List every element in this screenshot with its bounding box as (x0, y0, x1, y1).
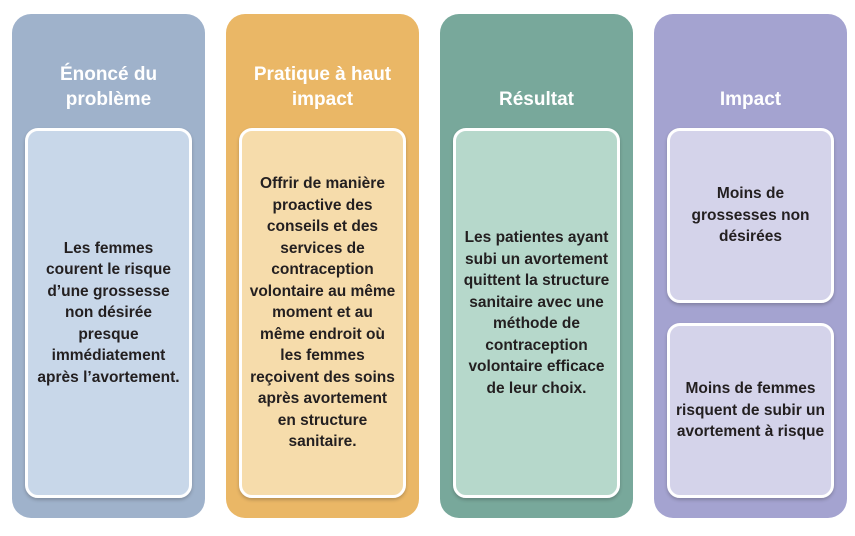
body-text: Les patientes ayant subi un avortement q… (463, 229, 610, 397)
column-header-enonce-du-probleme: Énoncé du problème (59, 64, 158, 110)
body-box-resultat: Les patientes ayant subi un avortement q… (453, 128, 620, 498)
column-body: Les femmes courent le risque d’une gross… (25, 128, 192, 498)
column-body: Moins de grossesses non désirées Moins d… (667, 128, 834, 498)
body-text: Offrir de manière proactive des conseils… (249, 175, 396, 451)
column-impact: Impact Moins de grossesses non désirées … (654, 14, 847, 518)
body-text: Les femmes courent le risque d’une gross… (37, 239, 180, 386)
body-box-enonce-du-probleme: Les femmes courent le risque d’une gross… (25, 128, 192, 498)
column-resultat: Résultat Les patientes ayant subi un avo… (440, 14, 633, 518)
columns-row: Énoncé du problème Les femmes courent le… (12, 14, 847, 518)
body-text: Moins de grossesses non désirées (691, 185, 810, 246)
body-box-impact-grossesses: Moins de grossesses non désirées (667, 128, 834, 303)
body-text: Moins de femmes risquent de subir un avo… (676, 380, 825, 441)
column-body: Les patientes ayant subi un avortement q… (453, 128, 620, 498)
column-enonce-du-probleme: Énoncé du problème Les femmes courent le… (12, 14, 205, 518)
body-box-impact-avortement: Moins de femmes risquent de subir un avo… (667, 323, 834, 498)
column-header-pratique-a-haut-impact: Pratique à haut impact (253, 64, 392, 110)
body-box-pratique-a-haut-impact: Offrir de manière proactive des conseils… (239, 128, 406, 498)
column-body: Offrir de manière proactive des conseils… (239, 128, 406, 498)
column-header-impact: Impact (719, 89, 782, 110)
column-pratique-a-haut-impact: Pratique à haut impact Offrir de manière… (226, 14, 419, 518)
column-header-resultat: Résultat (499, 89, 574, 110)
